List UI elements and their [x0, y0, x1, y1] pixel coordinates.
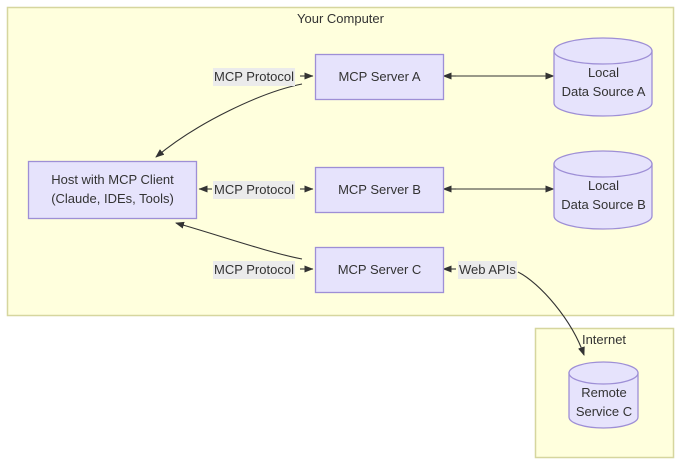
- node-label-data-source-a-line1: Local: [587, 65, 620, 80]
- edge-server-c-remote-service-c: [442, 265, 585, 356]
- edge-label-server-c-web-apis: Web APIs: [458, 261, 517, 279]
- node-host[interactable]: [27, 160, 198, 220]
- node-server-b[interactable]: [314, 166, 445, 214]
- edge-host-server-a: [155, 72, 314, 158]
- node-label-data-source-a: Local Data Source A: [554, 63, 653, 101]
- node-label-host: Host with MCP Client (Claude, IDEs, Tool…: [28, 170, 197, 208]
- node-server-a[interactable]: [314, 53, 445, 101]
- node-label-server-b: MCP Server B: [338, 182, 421, 197]
- node-label-host-line2: (Claude, IDEs, Tools): [51, 191, 174, 206]
- group-title-your-computer: Your Computer: [297, 11, 384, 26]
- node-label-data-source-b-line1: Local: [587, 178, 620, 193]
- node-label-remote-service-c-line2: Service C: [575, 404, 633, 419]
- node-data-source-a[interactable]: [553, 37, 653, 117]
- node-label-data-source-b-line2: Data Source B: [561, 197, 646, 212]
- node-server-c[interactable]: [314, 246, 445, 294]
- node-label-data-source-b: Local Data Source B: [554, 176, 653, 214]
- node-label-server-c: MCP Server C: [337, 262, 422, 277]
- node-label-host-line1: Host with MCP Client: [51, 172, 174, 187]
- node-data-source-b[interactable]: [553, 150, 653, 230]
- group-title-internet: Internet: [581, 332, 627, 347]
- node-label-data-source-a-line2: Data Source A: [561, 84, 646, 99]
- edge-host-server-c: [175, 221, 314, 273]
- edge-label-host-server-b: MCP Protocol: [213, 181, 295, 199]
- edge-label-host-server-c: MCP Protocol: [213, 261, 295, 279]
- node-remote-service-c[interactable]: [568, 361, 639, 429]
- node-label-remote-service-c-line1: Remote: [581, 385, 627, 400]
- edge-label-host-server-a: MCP Protocol: [213, 68, 295, 86]
- node-label-server-a: MCP Server A: [338, 69, 421, 84]
- node-label-remote-service-c: Remote Service C: [569, 383, 639, 421]
